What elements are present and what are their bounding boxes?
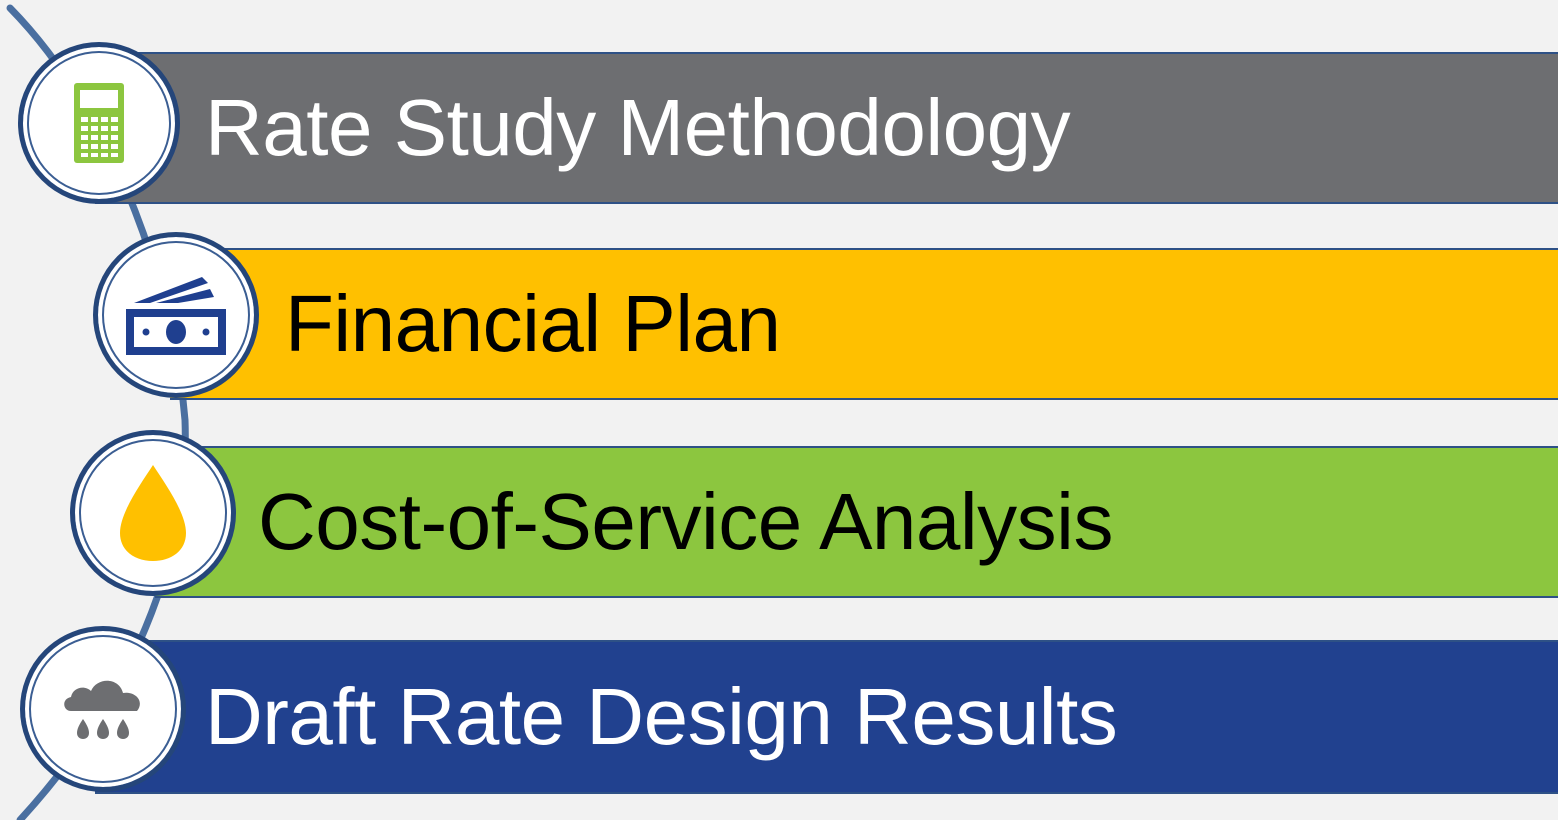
step-bar-rate-study-methodology: Rate Study Methodology <box>95 52 1558 204</box>
rain-cloud-icon <box>64 680 140 739</box>
step-label: Draft Rate Design Results <box>205 672 1118 761</box>
money-bills-icon <box>126 277 226 355</box>
step-badge-4 <box>20 626 186 792</box>
water-drop-icon <box>120 465 186 561</box>
step-badge-2 <box>93 232 259 398</box>
step-badge-1 <box>18 42 180 204</box>
step-bar-draft-rate-design-results: Draft Rate Design Results <box>95 640 1558 794</box>
calculator-icon <box>74 83 124 163</box>
step-bar-cost-of-service-analysis: Cost-of-Service Analysis <box>155 446 1558 598</box>
step-label: Rate Study Methodology <box>205 83 1071 172</box>
step-label: Cost-of-Service Analysis <box>258 477 1113 566</box>
step-badge-3 <box>70 430 236 596</box>
step-label: Financial Plan <box>285 279 781 368</box>
step-bar-financial-plan: Financial Plan <box>170 248 1558 400</box>
